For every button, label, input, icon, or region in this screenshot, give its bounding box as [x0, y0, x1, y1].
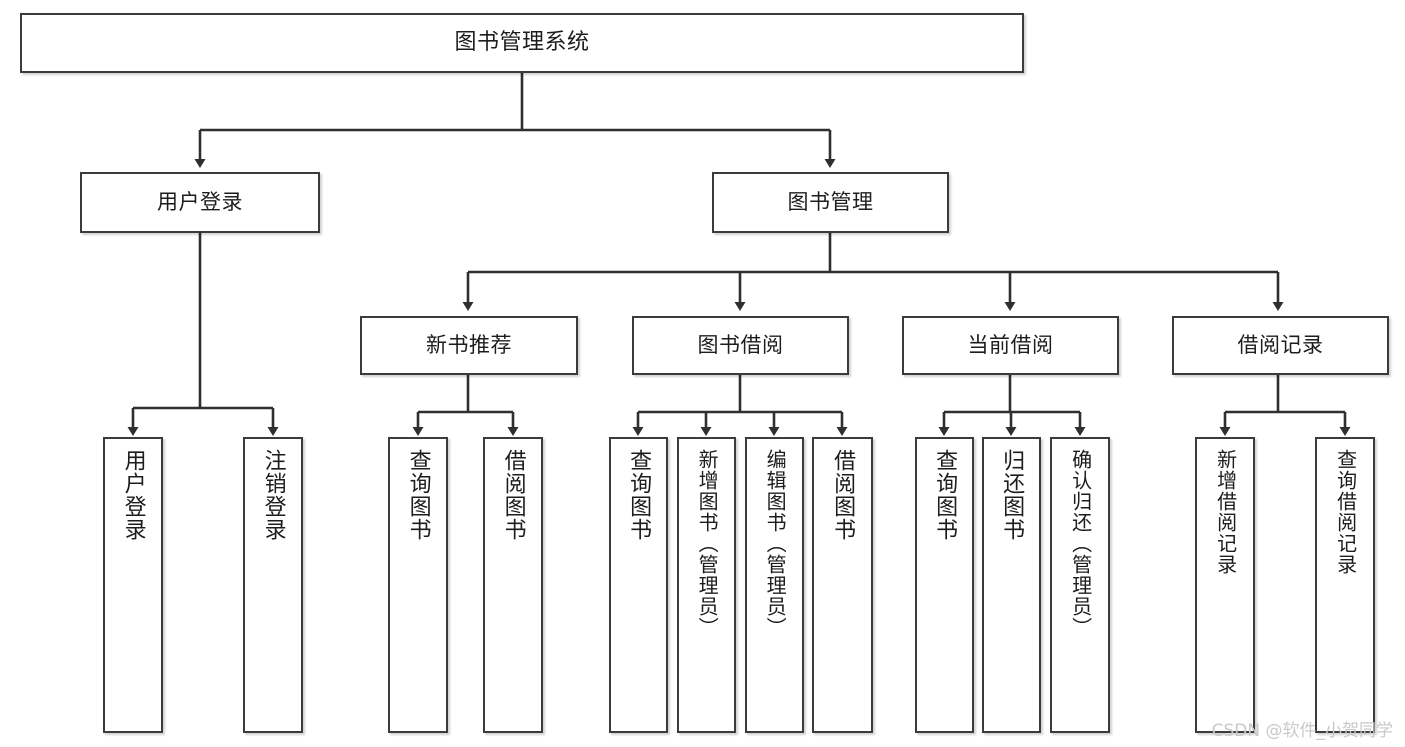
node-label: 查询借阅记录	[1333, 449, 1358, 575]
node-label: 借阅图书	[500, 449, 526, 541]
leaf-confirm-return-admin[interactable]: 确认归还（管理员）	[1050, 437, 1110, 733]
node-label: 新书推荐	[426, 332, 512, 357]
leaf-borrow-book[interactable]: 借阅图书	[812, 437, 873, 733]
node-label: 归还图书	[999, 449, 1025, 541]
node-label: 图书借阅	[697, 332, 784, 357]
leaf-query-borrow-record[interactable]: 查询借阅记录	[1315, 437, 1375, 733]
node-new-book-recommend[interactable]: 新书推荐	[360, 316, 578, 375]
node-label: 新增图书（管理员）	[695, 449, 720, 638]
node-label: 编辑图书（管理员）	[763, 449, 788, 638]
node-book-borrow[interactable]: 图书借阅	[632, 316, 849, 375]
watermark-text: CSDN @软件_小贺同学	[1211, 721, 1393, 741]
node-label: 用户登录	[120, 449, 146, 541]
leaf-query-book-current[interactable]: 查询图书	[915, 437, 974, 733]
node-borrow-record[interactable]: 借阅记录	[1172, 316, 1389, 375]
leaf-logout[interactable]: 注销登录	[243, 437, 303, 733]
node-current-borrow[interactable]: 当前借阅	[902, 316, 1119, 375]
node-label: 图书管理系统	[454, 29, 590, 55]
leaf-return-book[interactable]: 归还图书	[982, 437, 1041, 733]
node-label: 用户登录	[157, 189, 243, 214]
leaf-query-book-recommend[interactable]: 查询图书	[388, 437, 448, 733]
node-label: 查询图书	[932, 449, 958, 541]
node-book-management[interactable]: 图书管理	[712, 172, 949, 233]
node-label: 查询图书	[405, 449, 431, 541]
leaf-add-book-admin[interactable]: 新增图书（管理员）	[677, 437, 736, 733]
node-user-login[interactable]: 用户登录	[80, 172, 320, 233]
node-label: 图书管理	[787, 189, 874, 214]
leaf-edit-book-admin[interactable]: 编辑图书（管理员）	[745, 437, 804, 733]
node-label: 借阅图书	[830, 449, 856, 541]
leaf-add-borrow-record[interactable]: 新增借阅记录	[1195, 437, 1255, 733]
node-label: 借阅记录	[1237, 332, 1324, 357]
node-label: 确认归还（管理员）	[1068, 449, 1093, 638]
node-label: 新增借阅记录	[1213, 449, 1238, 575]
node-label: 注销登录	[260, 449, 286, 541]
leaf-borrow-book-recommend[interactable]: 借阅图书	[483, 437, 543, 733]
node-label: 当前借阅	[967, 332, 1054, 357]
node-label: 查询图书	[626, 449, 652, 541]
node-root-system[interactable]: 图书管理系统	[20, 13, 1024, 73]
leaf-query-book-borrow[interactable]: 查询图书	[609, 437, 668, 733]
leaf-user-login[interactable]: 用户登录	[103, 437, 163, 733]
